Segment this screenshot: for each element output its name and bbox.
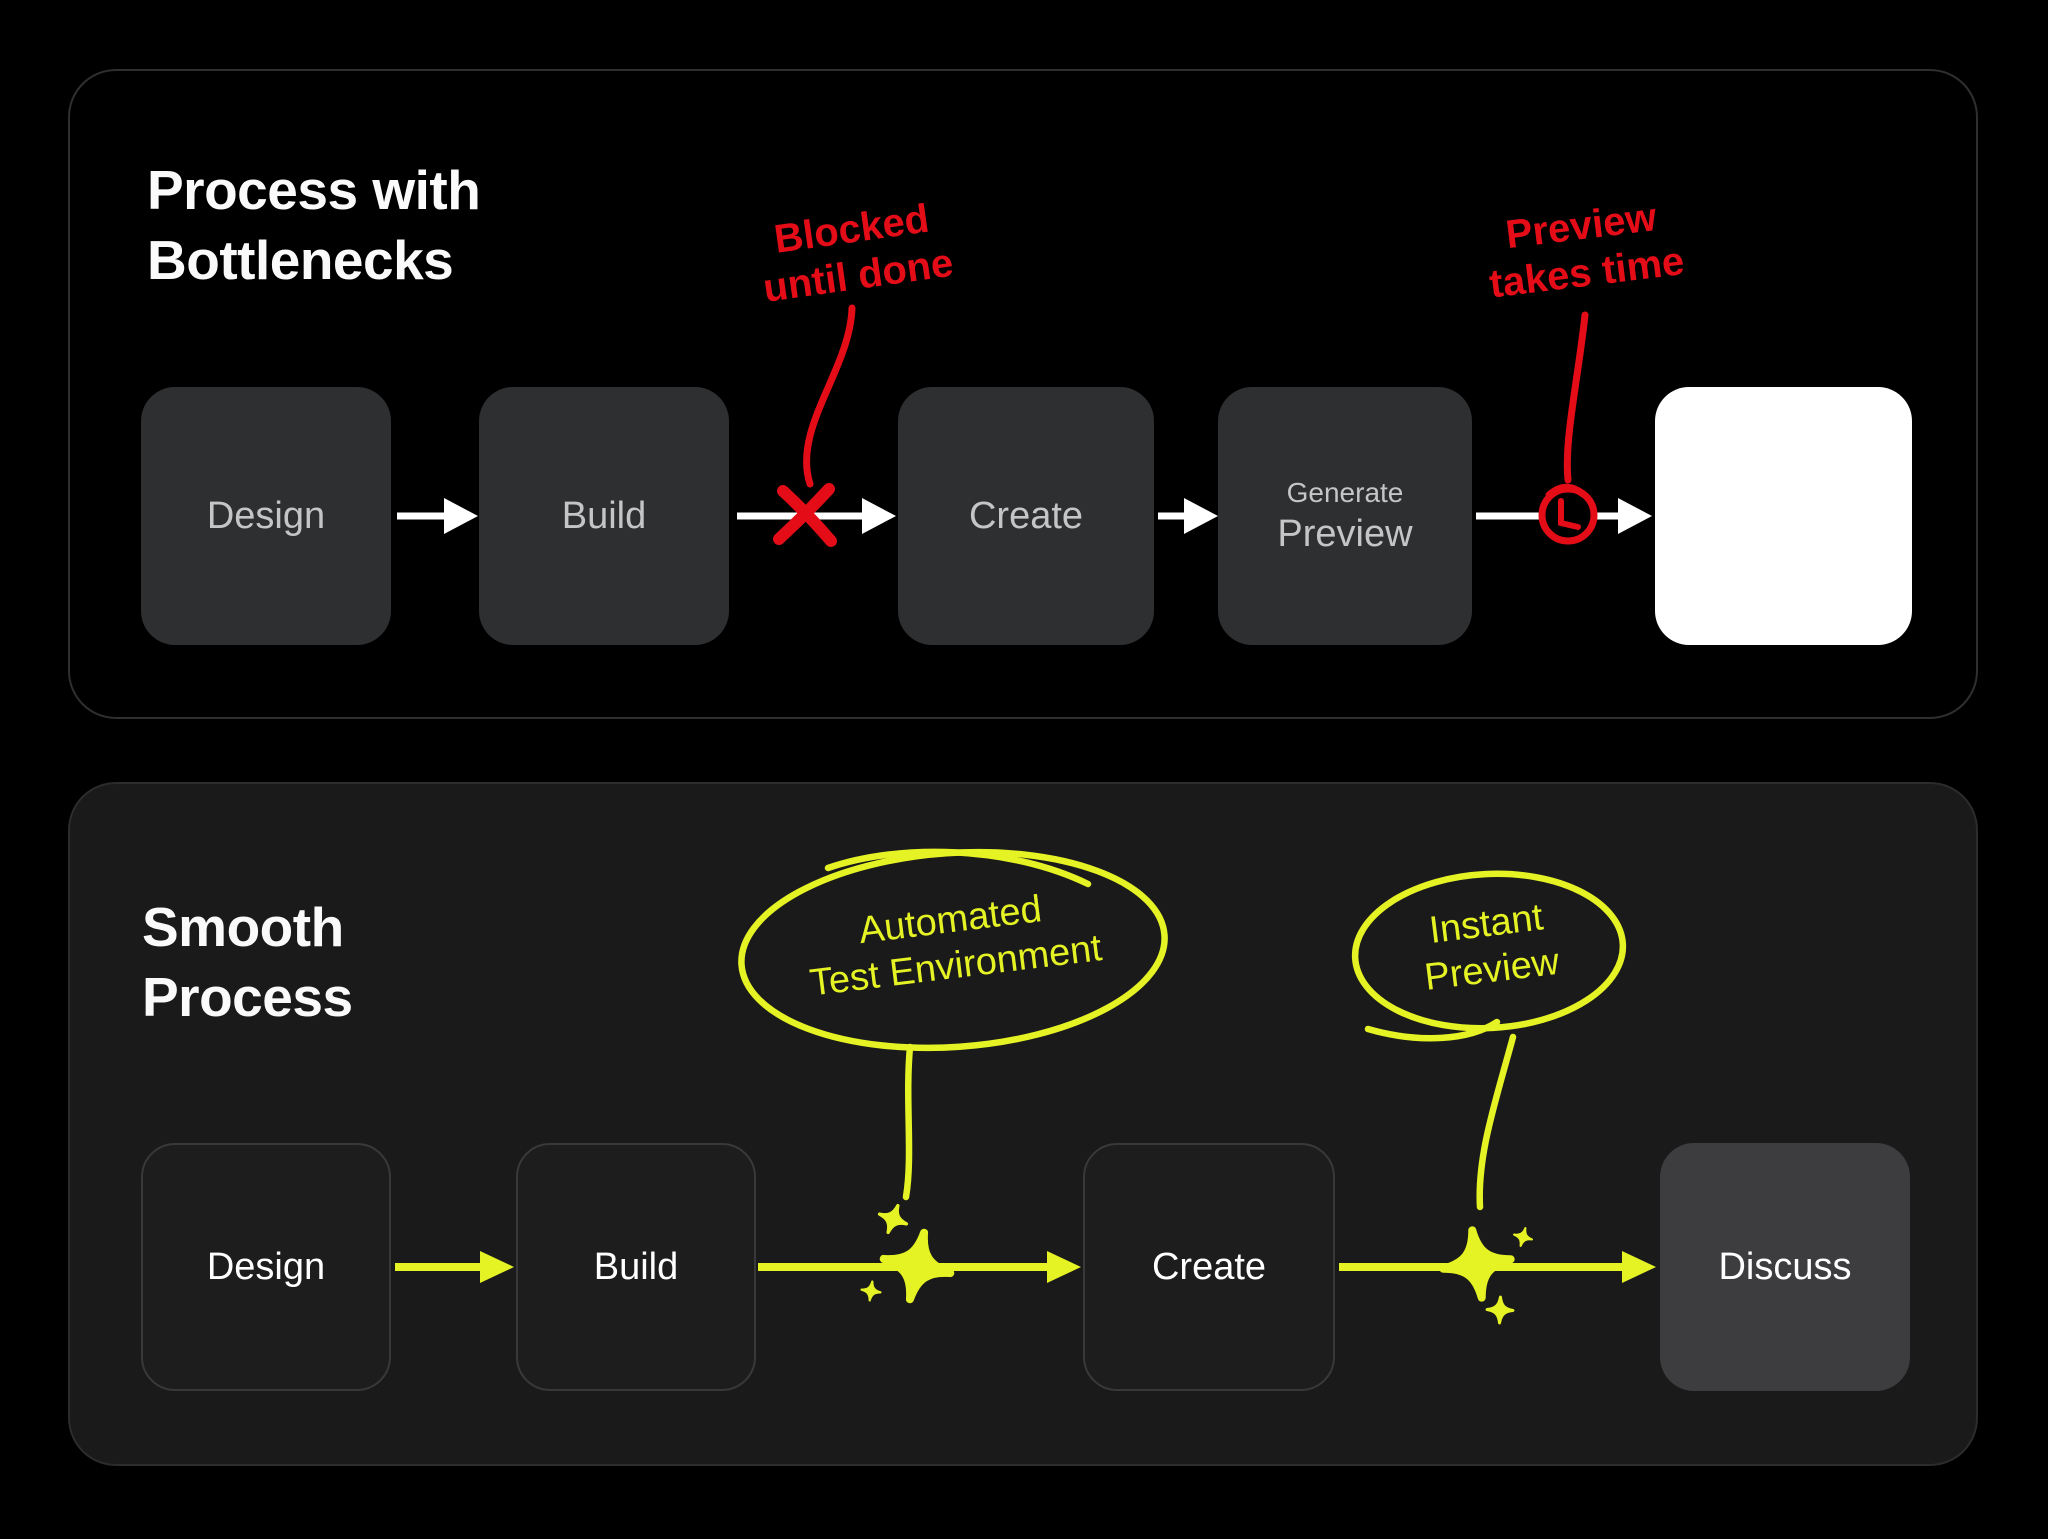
bottlenecks-title: Process with Bottlenecks <box>147 155 481 295</box>
node-design-top: Design <box>141 387 391 645</box>
node-label: Preview <box>1277 512 1413 555</box>
node-design-bottom: Design <box>141 1143 391 1391</box>
title-line: Process with <box>147 159 481 221</box>
node-label: Create <box>1151 1245 1267 1288</box>
node-build-top: Build <box>479 387 729 645</box>
title-line: Process <box>142 966 353 1028</box>
node-label: Build <box>593 1245 679 1288</box>
node-label: Design <box>206 494 326 537</box>
node-result-blank <box>1655 387 1912 645</box>
node-generate-preview: Generate Preview <box>1218 387 1472 645</box>
node-label: Build <box>561 494 647 537</box>
smooth-title: Smooth Process <box>142 892 353 1032</box>
node-label-small: Generate <box>1286 476 1404 508</box>
node-create-top: Create <box>898 387 1154 645</box>
node-label: Discuss <box>1718 1245 1852 1288</box>
title-line: Smooth <box>142 896 344 958</box>
node-discuss: Discuss <box>1660 1143 1910 1391</box>
title-line: Bottlenecks <box>147 229 454 291</box>
node-create-bottom: Create <box>1083 1143 1335 1391</box>
node-build-bottom: Build <box>516 1143 756 1391</box>
node-label: Create <box>968 494 1084 537</box>
node-label: Design <box>206 1245 326 1288</box>
